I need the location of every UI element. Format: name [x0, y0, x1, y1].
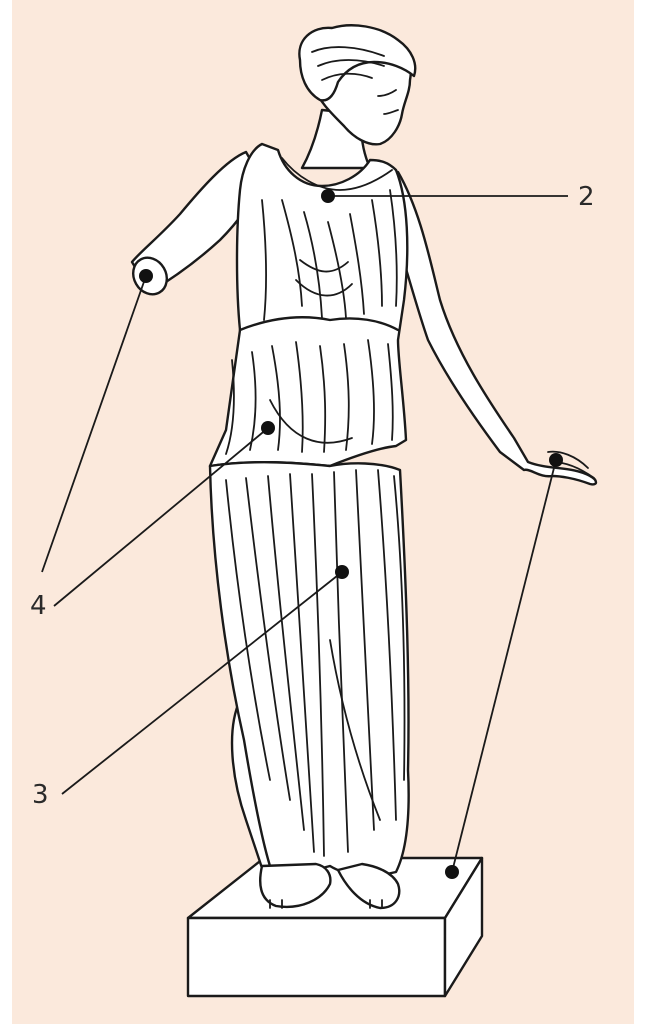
callout-labels: 2 3 4: [30, 182, 595, 810]
head: [298, 24, 417, 170]
marker-dot: [335, 565, 349, 579]
leader-lines: [41, 195, 568, 873]
statue-diagram: 2 3 4: [12, 0, 634, 1024]
leader-3: [61, 571, 343, 795]
plinth: [186, 856, 484, 998]
marker-dots: [139, 189, 563, 879]
leader-4a: [41, 275, 147, 573]
callout-label-2: 2: [578, 182, 595, 212]
leader-hand: [451, 459, 557, 873]
leader-4b: [53, 427, 269, 607]
marker-dot: [261, 421, 275, 435]
callout-label-4: 4: [30, 591, 47, 621]
callout-label-3: 3: [32, 780, 49, 810]
marker-dot: [321, 189, 335, 203]
upper-garment: [208, 142, 409, 468]
lower-garment: [208, 461, 410, 877]
marker-dot: [139, 269, 153, 283]
marker-dot: [549, 453, 563, 467]
diagram-panel: 2 3 4: [12, 0, 634, 1024]
feet: [259, 862, 401, 910]
marker-dot: [445, 865, 459, 879]
